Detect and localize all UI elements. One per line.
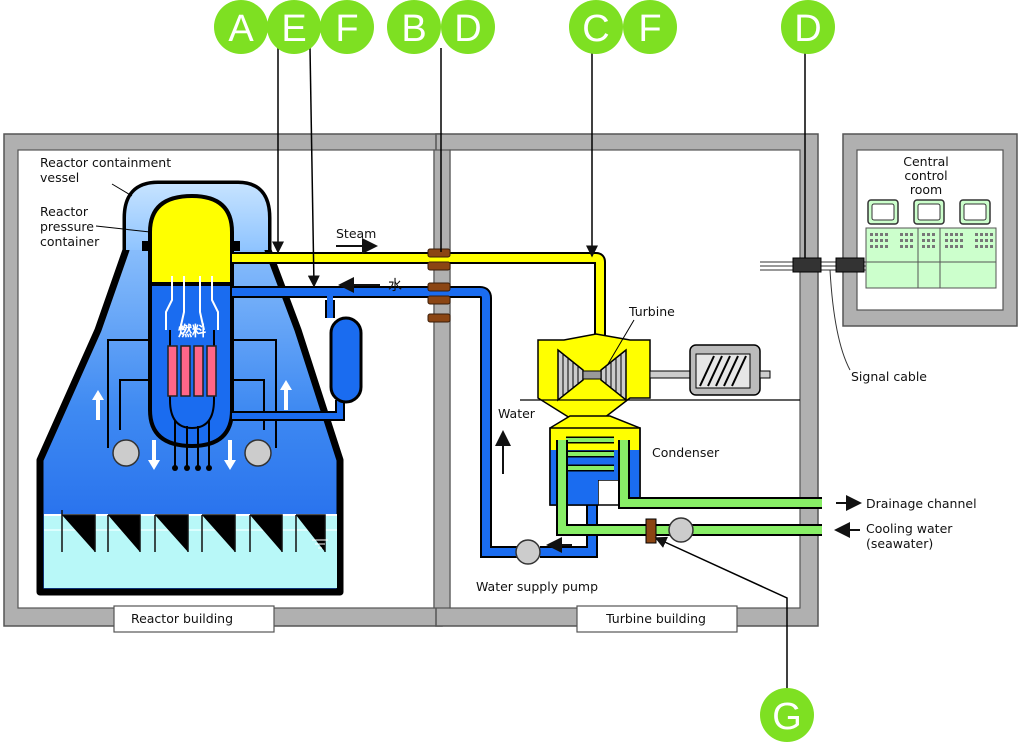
svg-text:C: C <box>582 8 609 50</box>
pressure-label-2: pressure <box>40 219 94 234</box>
badge-e: E <box>267 0 321 54</box>
containment-label-1: Reactor containment <box>40 155 171 170</box>
pressure-leader <box>95 225 151 233</box>
cable-penetration-1 <box>792 257 822 273</box>
badge-d: D <box>441 0 495 54</box>
condenser <box>549 415 641 506</box>
turbine-building-plate <box>576 605 738 633</box>
feedwater-line <box>232 286 598 558</box>
recirculation-pump-right <box>244 439 272 467</box>
panel-buttons <box>870 233 993 248</box>
water-jp-label: 水 <box>388 278 402 294</box>
feedwater-heater <box>329 316 363 404</box>
fuel-rods <box>167 345 217 397</box>
control-rods <box>174 420 210 468</box>
badge-g: G <box>760 688 814 742</box>
steam-separators <box>165 276 219 331</box>
svg-text:D: D <box>794 8 821 50</box>
drainage-label: Drainage channel <box>866 496 977 511</box>
badge-f-2: F <box>623 0 677 54</box>
condenser-label: Condenser <box>652 445 720 460</box>
signal-cable-label: Signal cable <box>851 369 927 384</box>
badge-d-2: D <box>781 0 835 54</box>
badge-f: F <box>320 0 374 54</box>
pressure-label-1: Reactor <box>40 204 89 219</box>
badge-a: A <box>214 0 268 54</box>
pressure-label-3: container <box>40 234 100 249</box>
svg-text:B: B <box>401 8 426 50</box>
signal-cable <box>760 257 870 371</box>
flow-arrows-black <box>336 238 862 553</box>
svg-text:F: F <box>638 8 661 50</box>
reactor-building-plate <box>113 605 275 633</box>
water-supply-pump <box>515 539 541 565</box>
control-room-label-2: control <box>904 168 947 183</box>
pump-label: Water supply pump <box>476 579 598 594</box>
svg-text:A: A <box>228 8 254 50</box>
water-label: Water <box>498 406 536 421</box>
reactor-building-label: Reactor building <box>131 611 233 626</box>
recirculation-pump-left <box>112 439 140 467</box>
control-room-label-3: room <box>910 182 942 197</box>
shared-wall <box>433 149 451 609</box>
cooling-water-line <box>556 440 822 536</box>
cooling-label-1: Cooling water <box>866 521 953 536</box>
monitors <box>867 199 991 225</box>
svg-text:F: F <box>335 8 358 50</box>
steam-line <box>232 252 606 345</box>
fuel-label: 燃料 <box>178 323 206 340</box>
badge-c: C <box>569 0 623 54</box>
wall-penetrations <box>427 248 451 323</box>
pressure-vessel: 燃料 <box>142 193 240 471</box>
cooling-label-2: (seawater) <box>866 536 933 551</box>
water-level-mark <box>312 539 328 549</box>
containment-label-2: vessel <box>40 170 79 185</box>
cooling-water-pump <box>668 517 694 543</box>
steam-label: Steam <box>336 226 376 241</box>
flow-arrows-white <box>92 380 292 470</box>
badge-leaders <box>272 47 806 690</box>
containment-leader <box>111 183 133 197</box>
turbine-building-label: Turbine building <box>605 611 706 626</box>
badge-b: B <box>387 0 441 54</box>
downcomer-pipes <box>61 510 326 552</box>
turbine-leader <box>607 319 635 365</box>
cooling-valve <box>645 518 657 544</box>
svg-text:G: G <box>772 696 802 738</box>
svg-text:D: D <box>454 8 481 50</box>
turbine <box>520 333 800 419</box>
control-room-label-1: Central <box>903 154 949 169</box>
control-panel <box>865 227 997 289</box>
turbine-label: Turbine <box>628 304 675 319</box>
svg-text:E: E <box>281 8 306 50</box>
cable-penetration-2 <box>835 257 865 273</box>
badges: A E F B D C F D <box>214 0 835 742</box>
